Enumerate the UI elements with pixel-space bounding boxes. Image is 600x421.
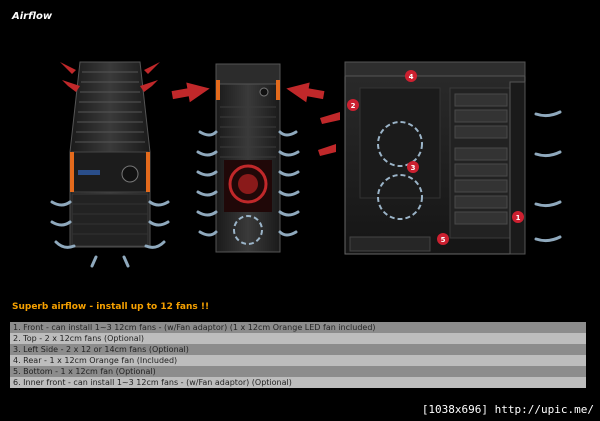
hot-air-arrows <box>60 62 340 156</box>
list-item: 4. Rear - 1 x 12cm Orange fan (Included) <box>10 355 586 366</box>
badge-2: 2 <box>347 99 359 111</box>
airflow-illustration: 1 2 3 4 5 <box>50 61 562 268</box>
badge-1: 1 <box>512 211 524 223</box>
list-item: 1. Front - can install 1~3 12cm fans - (… <box>10 322 586 333</box>
list-item: 3. Left Side - 2 x 12 or 14cm fans (Opti… <box>10 344 586 355</box>
case-side-view <box>344 61 526 255</box>
svg-text:5: 5 <box>441 236 446 244</box>
case-top-view <box>69 61 151 248</box>
cool-air-arrows <box>50 110 562 268</box>
svg-text:4: 4 <box>409 73 414 81</box>
svg-text:1: 1 <box>516 214 521 222</box>
svg-text:3: 3 <box>411 164 416 172</box>
badge-5: 5 <box>437 233 449 245</box>
list-item: 5. Bottom - 1 x 12cm fan (Optional) <box>10 366 586 377</box>
page-title: Airflow <box>12 11 53 22</box>
section-subtitle: Superb airflow - install up to 12 fans !… <box>12 302 210 312</box>
badge-4: 4 <box>405 70 417 82</box>
fan-list: 1. Front - can install 1~3 12cm fans - (… <box>10 322 586 388</box>
badge-3: 3 <box>407 161 419 173</box>
list-item: 6. Inner front - can install 1~3 12cm fa… <box>10 377 586 388</box>
list-item: 2. Top - 2 x 12cm fans (Optional) <box>10 333 586 344</box>
svg-text:2: 2 <box>351 102 356 110</box>
case-front-view <box>215 63 281 253</box>
watermark: [1038x696] http://upic.me/ <box>421 403 594 416</box>
